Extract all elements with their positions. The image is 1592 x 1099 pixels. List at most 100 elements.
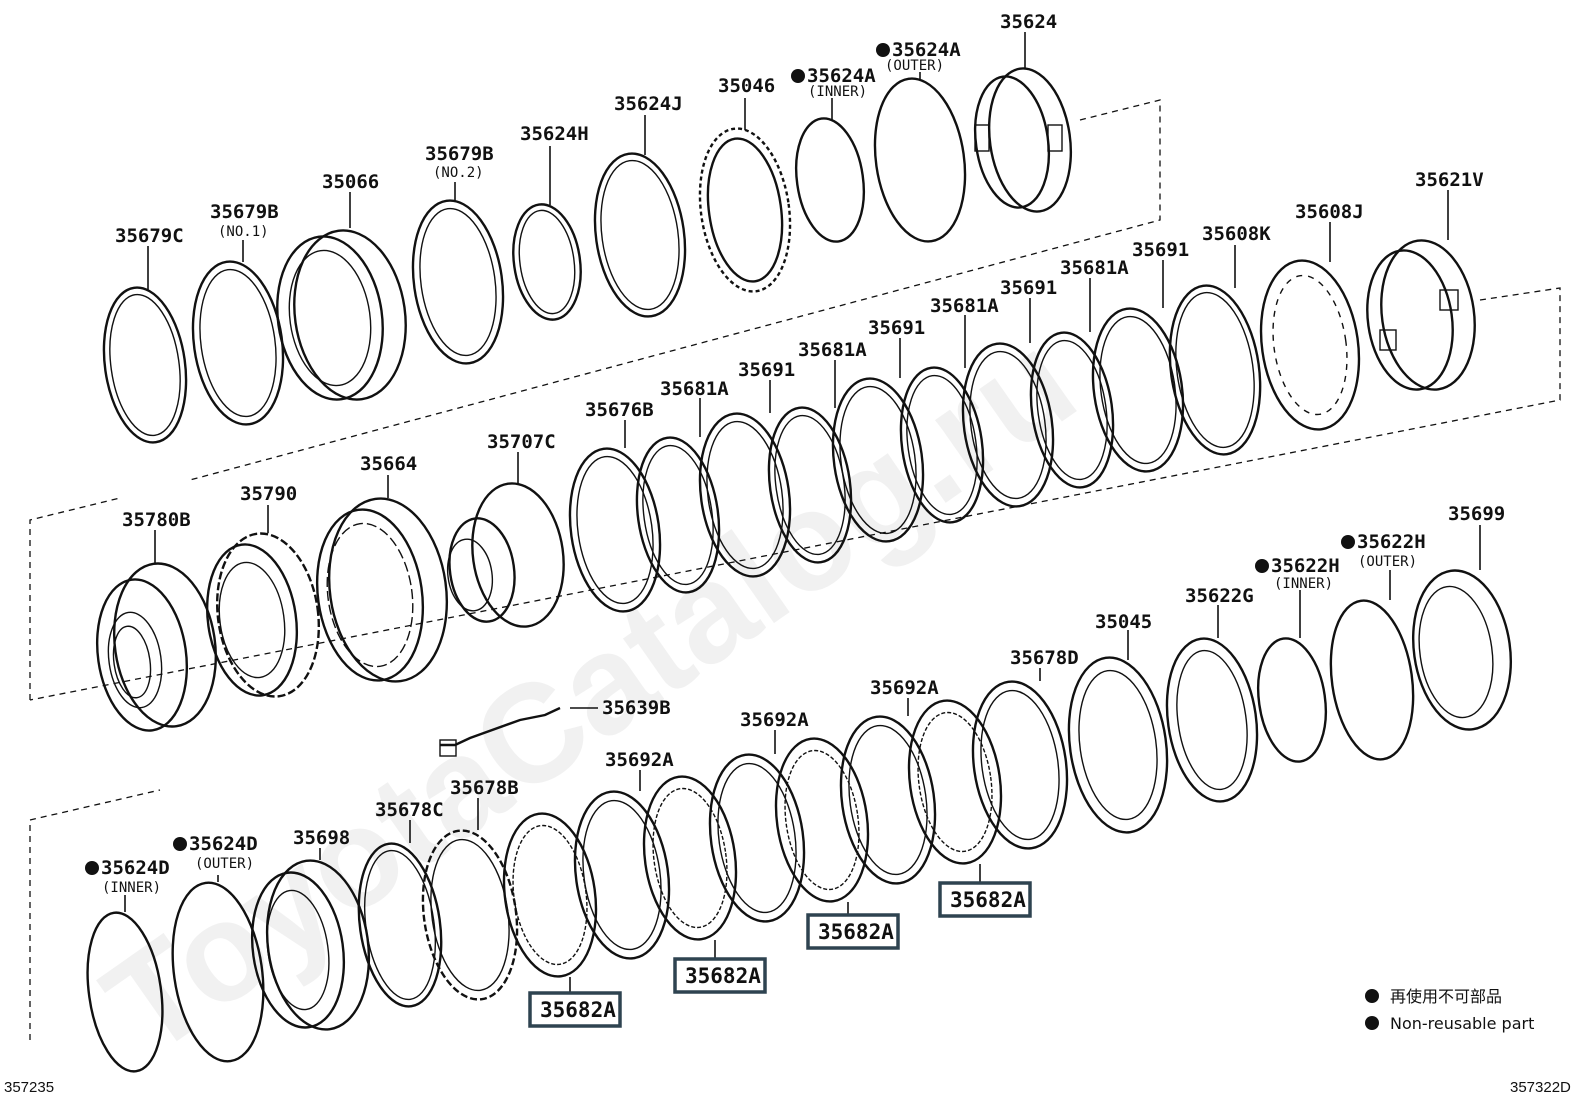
part-35691-plate-1[interactable] bbox=[690, 408, 800, 583]
label-35608K: 35608K bbox=[1202, 223, 1271, 245]
callout-35682A-4[interactable]: 35682A bbox=[938, 881, 1032, 918]
label-35692A-b: 35692A bbox=[740, 709, 809, 731]
legend-bullet-1 bbox=[1365, 989, 1379, 1003]
part-35639B-clip[interactable] bbox=[439, 706, 561, 757]
part-35608K-snap-ring[interactable] bbox=[1160, 280, 1271, 461]
label-35681A-b: 35681A bbox=[930, 295, 999, 317]
part-35707C-hub[interactable] bbox=[443, 477, 573, 632]
frame-middle-group bbox=[29, 497, 121, 700]
part-35624D-inner-o-ring[interactable] bbox=[78, 908, 172, 1076]
nonreusable-bullet bbox=[173, 837, 187, 851]
label-35622H-inner-sub: (INNER) bbox=[1274, 576, 1333, 592]
part-35679B-no1-ring[interactable] bbox=[183, 256, 293, 431]
label-35681A-d: 35681A bbox=[660, 378, 729, 400]
part-35608J-spring[interactable] bbox=[1251, 254, 1370, 436]
part-35682A-disc-2[interactable] bbox=[634, 771, 746, 946]
label-35066: 35066 bbox=[322, 171, 379, 193]
part-35624J-snap-ring[interactable] bbox=[585, 148, 695, 323]
label-35624D-outer: 35624D bbox=[189, 833, 258, 855]
part-35679C-snap-ring[interactable] bbox=[95, 282, 196, 448]
label-35622H-outer-sub: (OUTER) bbox=[1358, 554, 1417, 570]
part-35691-plate-3[interactable] bbox=[953, 338, 1063, 513]
nonreusable-bullet bbox=[85, 861, 99, 875]
part-35692A-plate-3[interactable] bbox=[831, 710, 945, 889]
label-35692A-a: 35692A bbox=[870, 677, 939, 699]
label-35790: 35790 bbox=[240, 483, 297, 505]
part-35664-drum[interactable] bbox=[307, 491, 459, 689]
label-35692A-c: 35692A bbox=[605, 749, 674, 771]
label-35678D: 35678D bbox=[1010, 647, 1079, 669]
label-35691-a: 35691 bbox=[1132, 239, 1189, 261]
label-35679B-no1: 35679B bbox=[210, 201, 279, 223]
part-35678D-plate[interactable] bbox=[963, 675, 1077, 854]
part-35681A-disc-1[interactable] bbox=[628, 432, 729, 598]
part-35790-gear[interactable] bbox=[198, 527, 329, 703]
label-35681A-a: 35681A bbox=[1060, 257, 1129, 279]
label-35699: 35699 bbox=[1448, 503, 1505, 525]
part-35678C-snap-ring[interactable] bbox=[349, 838, 451, 1012]
label-35780B: 35780B bbox=[122, 509, 191, 531]
callout-35682A-3[interactable]: 35682A bbox=[806, 913, 900, 950]
nonreusable-bullet bbox=[791, 69, 805, 83]
part-35045-spring[interactable] bbox=[1058, 651, 1178, 839]
label-35608J: 35608J bbox=[1295, 201, 1364, 223]
part-35624A-outer-o-ring[interactable] bbox=[865, 73, 975, 248]
legend-line-2: Non-reusable part bbox=[1390, 1014, 1534, 1033]
part-35681A-disc-3[interactable] bbox=[892, 362, 993, 528]
part-35622G-piston[interactable] bbox=[1157, 633, 1267, 808]
part-35691-plate-4[interactable] bbox=[1083, 303, 1193, 478]
legend-line-1: 再使用不可部品 bbox=[1390, 987, 1502, 1006]
label-35624A-outer: 35624A bbox=[892, 39, 961, 61]
part-35621V-piston[interactable] bbox=[1359, 234, 1484, 395]
part-35622H-outer-o-ring[interactable] bbox=[1321, 595, 1422, 765]
label-35624A-inner-sub: (INNER) bbox=[808, 84, 867, 100]
label-35679B-no1-sub: (NO.1) bbox=[218, 224, 269, 240]
label-35664: 35664 bbox=[360, 453, 417, 475]
callout-35682A-1[interactable]: 35682A bbox=[528, 991, 622, 1028]
legend: 再使用不可部品 Non-reusable part bbox=[1365, 987, 1534, 1033]
svg-text:35682A: 35682A bbox=[685, 964, 761, 988]
part-35692A-plate-1[interactable] bbox=[565, 785, 679, 964]
label-35622H-outer: 35622H bbox=[1357, 531, 1426, 553]
part-35780B-drum[interactable] bbox=[88, 557, 226, 737]
label-35676B: 35676B bbox=[585, 399, 654, 421]
part-35676B-plate[interactable] bbox=[560, 443, 670, 618]
part-35624A-inner-o-ring[interactable] bbox=[789, 114, 872, 246]
part-35066-drum[interactable] bbox=[267, 223, 416, 407]
label-35691-b: 35691 bbox=[1000, 277, 1057, 299]
label-35624D-inner: 35624D bbox=[101, 857, 170, 879]
part-35624-piston[interactable] bbox=[967, 63, 1079, 217]
label-35624: 35624 bbox=[1000, 11, 1057, 33]
label-35679C: 35679C bbox=[115, 225, 184, 247]
label-35624A-outer-sub: (OUTER) bbox=[885, 58, 944, 74]
part-35679B-no2-ring[interactable] bbox=[403, 195, 513, 370]
label-35624J: 35624J bbox=[614, 93, 683, 115]
label-35679B-no2-sub: (NO.2) bbox=[433, 165, 484, 181]
label-35707C: 35707C bbox=[487, 431, 556, 453]
part-35692A-plate-2[interactable] bbox=[700, 748, 814, 927]
label-35624H: 35624H bbox=[520, 123, 589, 145]
part-35682A-disc-3[interactable] bbox=[766, 733, 878, 908]
part-35624D-outer-o-ring[interactable] bbox=[162, 877, 274, 1067]
label-35678C: 35678C bbox=[375, 799, 444, 821]
label-35046: 35046 bbox=[718, 75, 775, 97]
part-35699-seal[interactable] bbox=[1403, 564, 1520, 736]
svg-text:35682A: 35682A bbox=[540, 998, 616, 1022]
part-35046-one-way-clutch[interactable] bbox=[690, 123, 800, 298]
part-35682A-disc-4[interactable] bbox=[899, 695, 1011, 870]
label-35624A-inner: 35624A bbox=[807, 65, 876, 87]
label-35678B: 35678B bbox=[450, 777, 519, 799]
part-35691-plate-2[interactable] bbox=[823, 373, 933, 548]
figure-number-right: 357322D bbox=[1510, 1079, 1571, 1096]
label-35045: 35045 bbox=[1095, 611, 1152, 633]
part-35681A-disc-4[interactable] bbox=[1022, 327, 1123, 493]
leader-lines bbox=[124, 32, 1481, 992]
label-35622H-inner: 35622H bbox=[1271, 555, 1340, 577]
callout-35682A-2[interactable]: 35682A bbox=[673, 957, 767, 994]
part-35622H-inner-o-ring[interactable] bbox=[1251, 634, 1334, 766]
frame-bottom-group bbox=[29, 789, 161, 1040]
figure-number-left: 357235 bbox=[4, 1079, 54, 1096]
part-35624H-ring[interactable] bbox=[506, 200, 588, 324]
